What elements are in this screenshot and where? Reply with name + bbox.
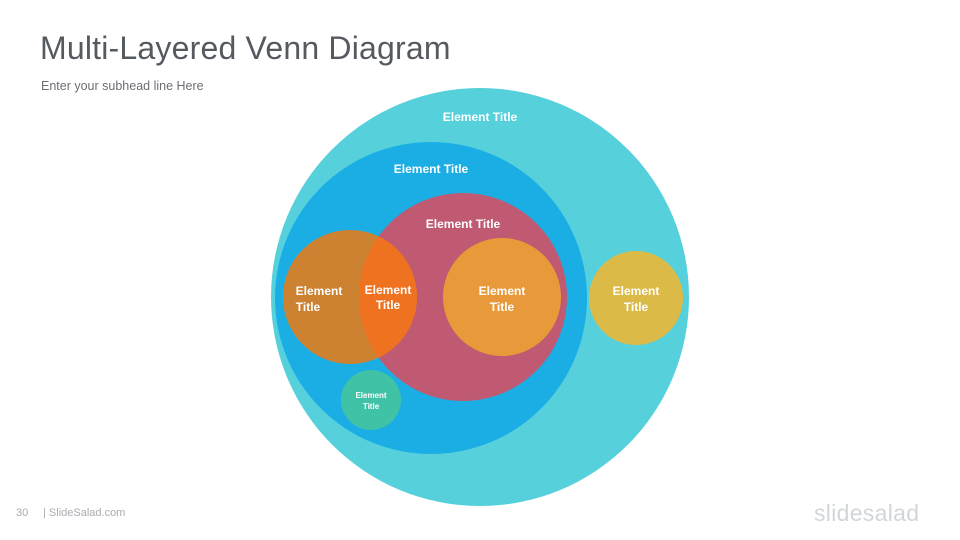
small-green-circle	[341, 370, 401, 430]
brand-logo: slidesalad	[814, 500, 920, 526]
inner-label: Element Title	[426, 217, 501, 231]
footer-site: | SlideSalad.com	[43, 507, 126, 519]
right-yellow-circle	[589, 251, 683, 345]
right-yellow-label-line1: Element	[613, 284, 660, 298]
left-label-line2: Title	[296, 300, 321, 314]
inner-right-label-line2: Title	[490, 300, 515, 314]
inner-right-label-line1: Element	[479, 284, 526, 298]
middle-label: Element Title	[394, 162, 469, 176]
overlap-region	[359, 230, 417, 364]
right-yellow-label-line2: Title	[624, 300, 649, 314]
page-subhead: Enter your subhead line Here	[41, 79, 204, 93]
page-number: 30	[16, 507, 29, 519]
small-green-label-line2: Title	[363, 402, 380, 411]
overlap-label-line1: Element	[365, 283, 412, 297]
small-green-label-line1: Element	[355, 391, 386, 400]
inner-right-circle	[443, 238, 561, 356]
overlap-label-line2: Title	[376, 298, 401, 312]
left-label-line1: Element	[296, 284, 343, 298]
outer-label: Element Title	[443, 110, 518, 124]
page-title: Multi-Layered Venn Diagram	[40, 30, 451, 66]
